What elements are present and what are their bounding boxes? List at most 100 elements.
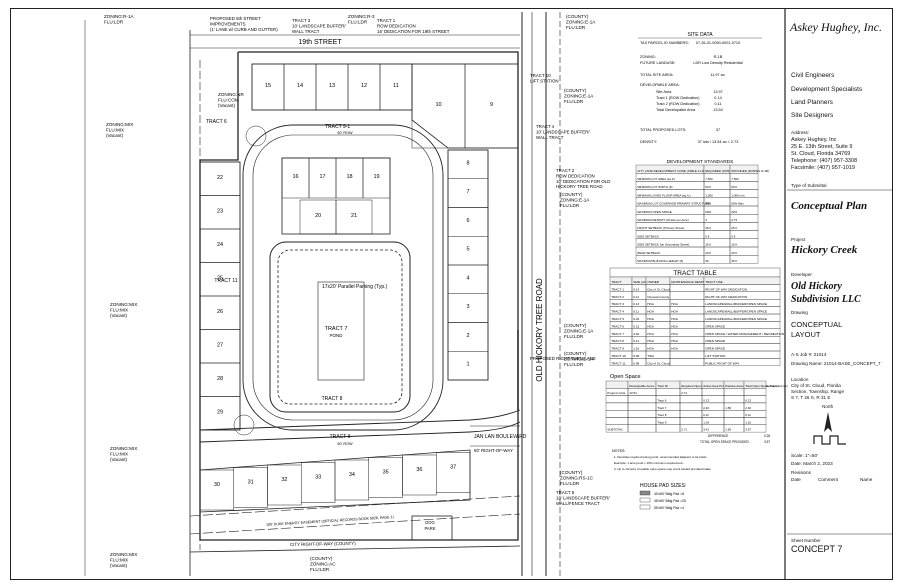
- site-data-value: 11.97 ac.: [710, 73, 725, 77]
- tract-table-cell: [703, 358, 781, 366]
- lot-19: [362, 157, 391, 199]
- tract-table-text: TRACT 8: [611, 339, 624, 343]
- lot-number: 9: [490, 102, 493, 108]
- tract-table-text: TRACT 1: [611, 287, 624, 291]
- tract-table-text: OPEN SPACE / WATER MANAGEMENT / RECREATI…: [705, 332, 784, 336]
- note-line: 2. Up to 1/2 acre of usable open space m…: [614, 467, 711, 471]
- dev-standards-text: 20 ft: [705, 251, 711, 255]
- lot-33: [301, 462, 336, 503]
- dev-standards-text: MAXIMUM DENSITY (DU/ac per Acre): [637, 218, 688, 222]
- dev-standards-text: 50%: [705, 202, 711, 206]
- open-space-text: Tract ID: [657, 384, 668, 388]
- dev-standards-text: MAXIMUM OPEN SPACE: [637, 210, 672, 214]
- tract-table-text: TRACT 10: [611, 354, 626, 358]
- open-space-cell: [605, 402, 629, 411]
- rev-col-name: Name: [860, 477, 873, 482]
- site-data-value: 13.97: [713, 90, 723, 94]
- lot-number: 7: [466, 189, 469, 195]
- dev-standards-text: SIDE SETBACK (on Secondary Street): [637, 243, 689, 247]
- tract-table-text: OPEN SPACE: [705, 339, 725, 343]
- site-data-value: LDR Low Density Residential: [693, 61, 742, 65]
- site-data-value: 07-26-31-0050-0001-0710: [696, 41, 740, 45]
- open-space-cell: [723, 417, 745, 425]
- dev-standards-text: 7,500: [705, 177, 713, 181]
- drawing-label: Drawing: [791, 310, 808, 315]
- firm-service: Land Planners: [791, 99, 833, 106]
- dev-standards-text: 15 ft: [731, 243, 737, 247]
- open-space-text: 1.16: [703, 420, 709, 424]
- lot-number: 17: [319, 174, 325, 180]
- site-data-label: ZONING:: [640, 55, 656, 59]
- sheet-label: Sheet Number: [791, 538, 821, 543]
- location-line: City of St. Cloud, Florida: [791, 383, 841, 388]
- lot-number: 3: [466, 304, 469, 310]
- tract-label: TRACT 6: [206, 119, 227, 125]
- road-label: 19th STREET: [298, 39, 342, 46]
- lot-35: [368, 457, 403, 498]
- tract-table-text: TRACT 7: [611, 332, 624, 336]
- site-data-value: R-1B: [714, 55, 723, 59]
- cul-de-sac: [233, 414, 255, 436]
- tract-table-text: HOA: [647, 310, 655, 314]
- firm-service: Site Designers: [791, 112, 834, 119]
- dev-standards-text: 15 ft: [705, 243, 711, 247]
- lot-number: 19: [373, 174, 379, 180]
- cul-de-sac: [245, 125, 267, 147]
- lot-number: 11: [393, 83, 399, 89]
- dev-standards-text: 22%: [731, 210, 737, 214]
- lot-number: 21: [351, 213, 357, 219]
- dev-standards-text: MINIMUM LOT WIDTH (ft): [637, 185, 672, 189]
- north-arrow-icon: [824, 412, 832, 432]
- ring-road-inner: [252, 134, 434, 421]
- tract-table-text: LIFT STATION: [705, 354, 725, 358]
- tract-table-text: OWNER: [647, 280, 660, 284]
- dev-standards-text: 20 ft: [731, 251, 737, 255]
- open-space-text: Tract 9: [657, 420, 667, 424]
- lot-29: [199, 396, 241, 431]
- dev-standards-text: 5 ft: [731, 234, 735, 238]
- tract-table-text: TRACT 4: [611, 310, 624, 314]
- tract-table-text: LANDSCAPE/WALL/BUFFER/OPEN SPACE: [705, 310, 767, 314]
- dev-standards-text: MINIMUM LIVING FLOOR AREA (sq.ft.): [637, 193, 690, 197]
- open-space-text: 3.57: [745, 428, 751, 432]
- road-label: PROPOSED RIGHT TURN LANE: [530, 356, 596, 361]
- open-space-diff: DIFFERENCE: [708, 434, 728, 438]
- tract-table-text: TRACT 3: [611, 302, 624, 306]
- open-space-cell: [723, 388, 745, 396]
- tract-table-text: TRACT 9: [611, 347, 624, 351]
- dev-standards-text: 1,000 min.: [731, 193, 745, 197]
- tract-table-text: HOA: [671, 339, 679, 343]
- tract-label: TRACT 9-1: [325, 124, 350, 130]
- tract-table-text: LANDSCAPE/WALL/BUFFER/OPEN SPACE: [705, 302, 767, 306]
- open-space-total: 3.57: [764, 440, 770, 444]
- lot-37: [436, 452, 471, 493]
- dev-standards-text: CITY LAND DEVELOPMENT CODE (TABLE 2 LDC): [637, 169, 707, 173]
- site-data-label: TOTAL SITE AREA:: [640, 73, 673, 77]
- lot-34: [334, 459, 369, 501]
- dev-standards-text: MINIMUM LOT AREA (sq.ft.): [637, 177, 675, 181]
- open-space-cell: [605, 395, 629, 404]
- lot-9: [464, 63, 519, 149]
- firm-service: Civil Engineers: [791, 72, 835, 79]
- open-space-text: 2.40: [745, 406, 751, 410]
- submittal-label: Type of Submittal: [791, 183, 827, 188]
- tract-table-text: LANDSCAPE/WALL/BUFFER/OPEN SPACE: [705, 317, 767, 321]
- open-space-cell: [655, 424, 681, 433]
- open-space-cell: [605, 417, 629, 425]
- dog-park-label: DOG: [425, 520, 435, 525]
- dev-standards-text: PROVIDED (ZONING R-1B): [731, 169, 769, 173]
- open-space-text: 0.13: [703, 399, 709, 403]
- firm-service: Development Specialists: [791, 86, 863, 93]
- tract-table-text: PUBLIC RIGHT OF WAY: [705, 361, 739, 365]
- site-data-value: 0.14: [714, 96, 721, 100]
- job-number: A-S Job #: 21014: [791, 352, 827, 357]
- rev-col-comment: Comment: [818, 477, 838, 482]
- date: Date: March 2, 2023: [791, 461, 833, 466]
- dev-standards-text: 25 ft: [731, 226, 737, 230]
- open-space-cell: [605, 380, 629, 389]
- bottom-road: [199, 409, 521, 431]
